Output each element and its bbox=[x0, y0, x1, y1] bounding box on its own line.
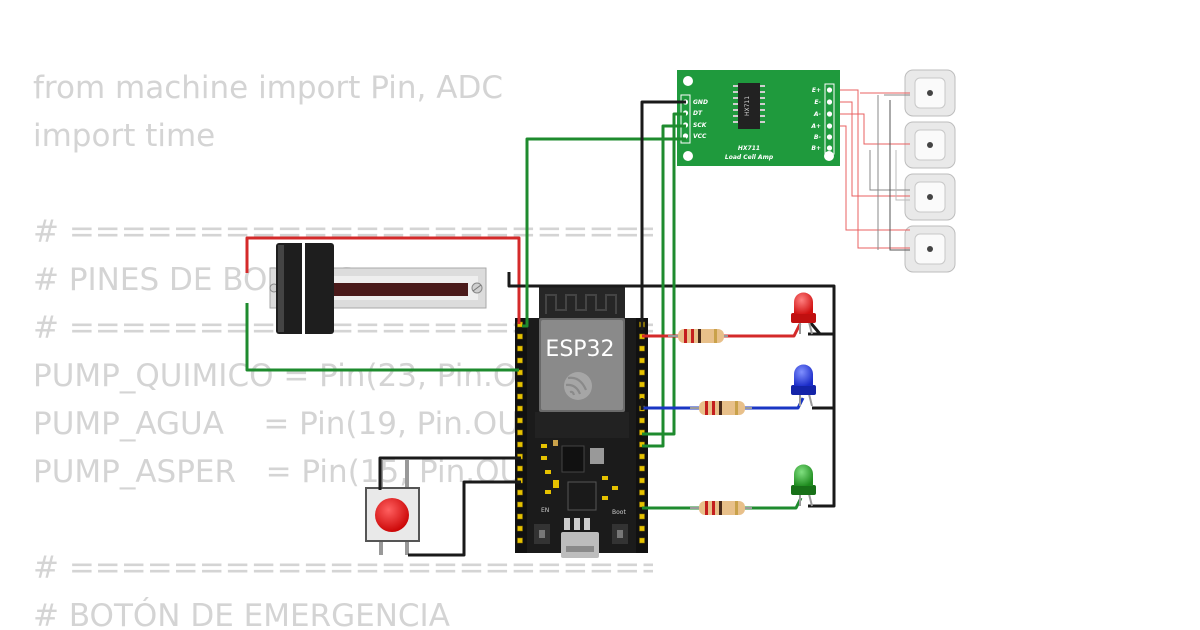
led-green bbox=[791, 464, 816, 507]
boot-button[interactable] bbox=[612, 524, 628, 544]
load-cell bbox=[904, 225, 956, 273]
hx711-pin-a-plus: A+ bbox=[810, 123, 821, 130]
code-line: # BOTÓN DE EMERGENCIA bbox=[33, 598, 450, 630]
espressif-logo-icon bbox=[564, 372, 592, 400]
hx711-pin-b-minus: B- bbox=[814, 134, 822, 141]
hx711-subtitle: Load Cell Amp bbox=[725, 154, 774, 161]
hx711-pin-gnd: GND bbox=[693, 99, 708, 106]
load-cell bbox=[904, 173, 956, 221]
load-cell-wires bbox=[833, 89, 910, 251]
emergency-push-button[interactable] bbox=[365, 460, 420, 555]
hx711-pin-e-plus: E+ bbox=[812, 87, 821, 94]
push-button-cap[interactable] bbox=[375, 498, 409, 532]
en-label: EN bbox=[541, 507, 549, 514]
hx711-pin-b-plus: B+ bbox=[811, 145, 821, 152]
wire-red bbox=[245, 236, 521, 324]
usb-port-icon bbox=[561, 532, 599, 558]
wire-blue bbox=[744, 397, 805, 410]
code-line: # ========================== bbox=[33, 214, 653, 250]
hx711-chip-label: HX711 bbox=[744, 96, 751, 116]
hx711-pin-sck: SCK bbox=[693, 122, 708, 129]
wire-black bbox=[408, 480, 521, 557]
wire-green bbox=[245, 303, 519, 372]
wire-black bbox=[378, 456, 521, 490]
wire-green bbox=[522, 137, 686, 328]
esp32-label: ESP32 bbox=[545, 337, 614, 362]
wire-green bbox=[642, 112, 686, 436]
wire-black bbox=[808, 406, 836, 508]
load-cells bbox=[904, 69, 956, 273]
hx711-pin-a-minus: A- bbox=[813, 111, 822, 118]
wire-green bbox=[744, 497, 803, 510]
code-line: from machine import Pin, ADC bbox=[33, 70, 503, 106]
hx711-pin-e-minus: E- bbox=[814, 99, 821, 106]
boot-label: Boot bbox=[612, 509, 626, 516]
en-button[interactable] bbox=[534, 524, 550, 544]
hx711-pin-vcc: VCC bbox=[693, 133, 707, 140]
hx711-pin-dt: DT bbox=[693, 110, 703, 117]
code-line: PUMP_ASPER = Pin(15, Pin.OUT) bbox=[33, 454, 554, 490]
wire-black bbox=[640, 100, 686, 330]
hx711-title: HX711 bbox=[738, 145, 760, 152]
resistor bbox=[690, 501, 752, 515]
load-cell bbox=[904, 121, 956, 169]
code-line: import time bbox=[33, 118, 216, 154]
led-red bbox=[791, 292, 816, 335]
load-cell bbox=[904, 69, 956, 117]
esp32-devkit: ESP32 bbox=[515, 287, 648, 558]
wire-green bbox=[642, 124, 686, 448]
hx711-module: HX711 HX711 Load Cell Amp GND DT SCK VCC bbox=[677, 70, 840, 166]
led-blue bbox=[791, 364, 816, 407]
resistor bbox=[690, 401, 752, 415]
wire-red bbox=[720, 323, 802, 338]
code-line: # ========================== bbox=[33, 550, 653, 586]
resistor bbox=[668, 329, 728, 343]
slide-potentiometer bbox=[269, 243, 487, 334]
